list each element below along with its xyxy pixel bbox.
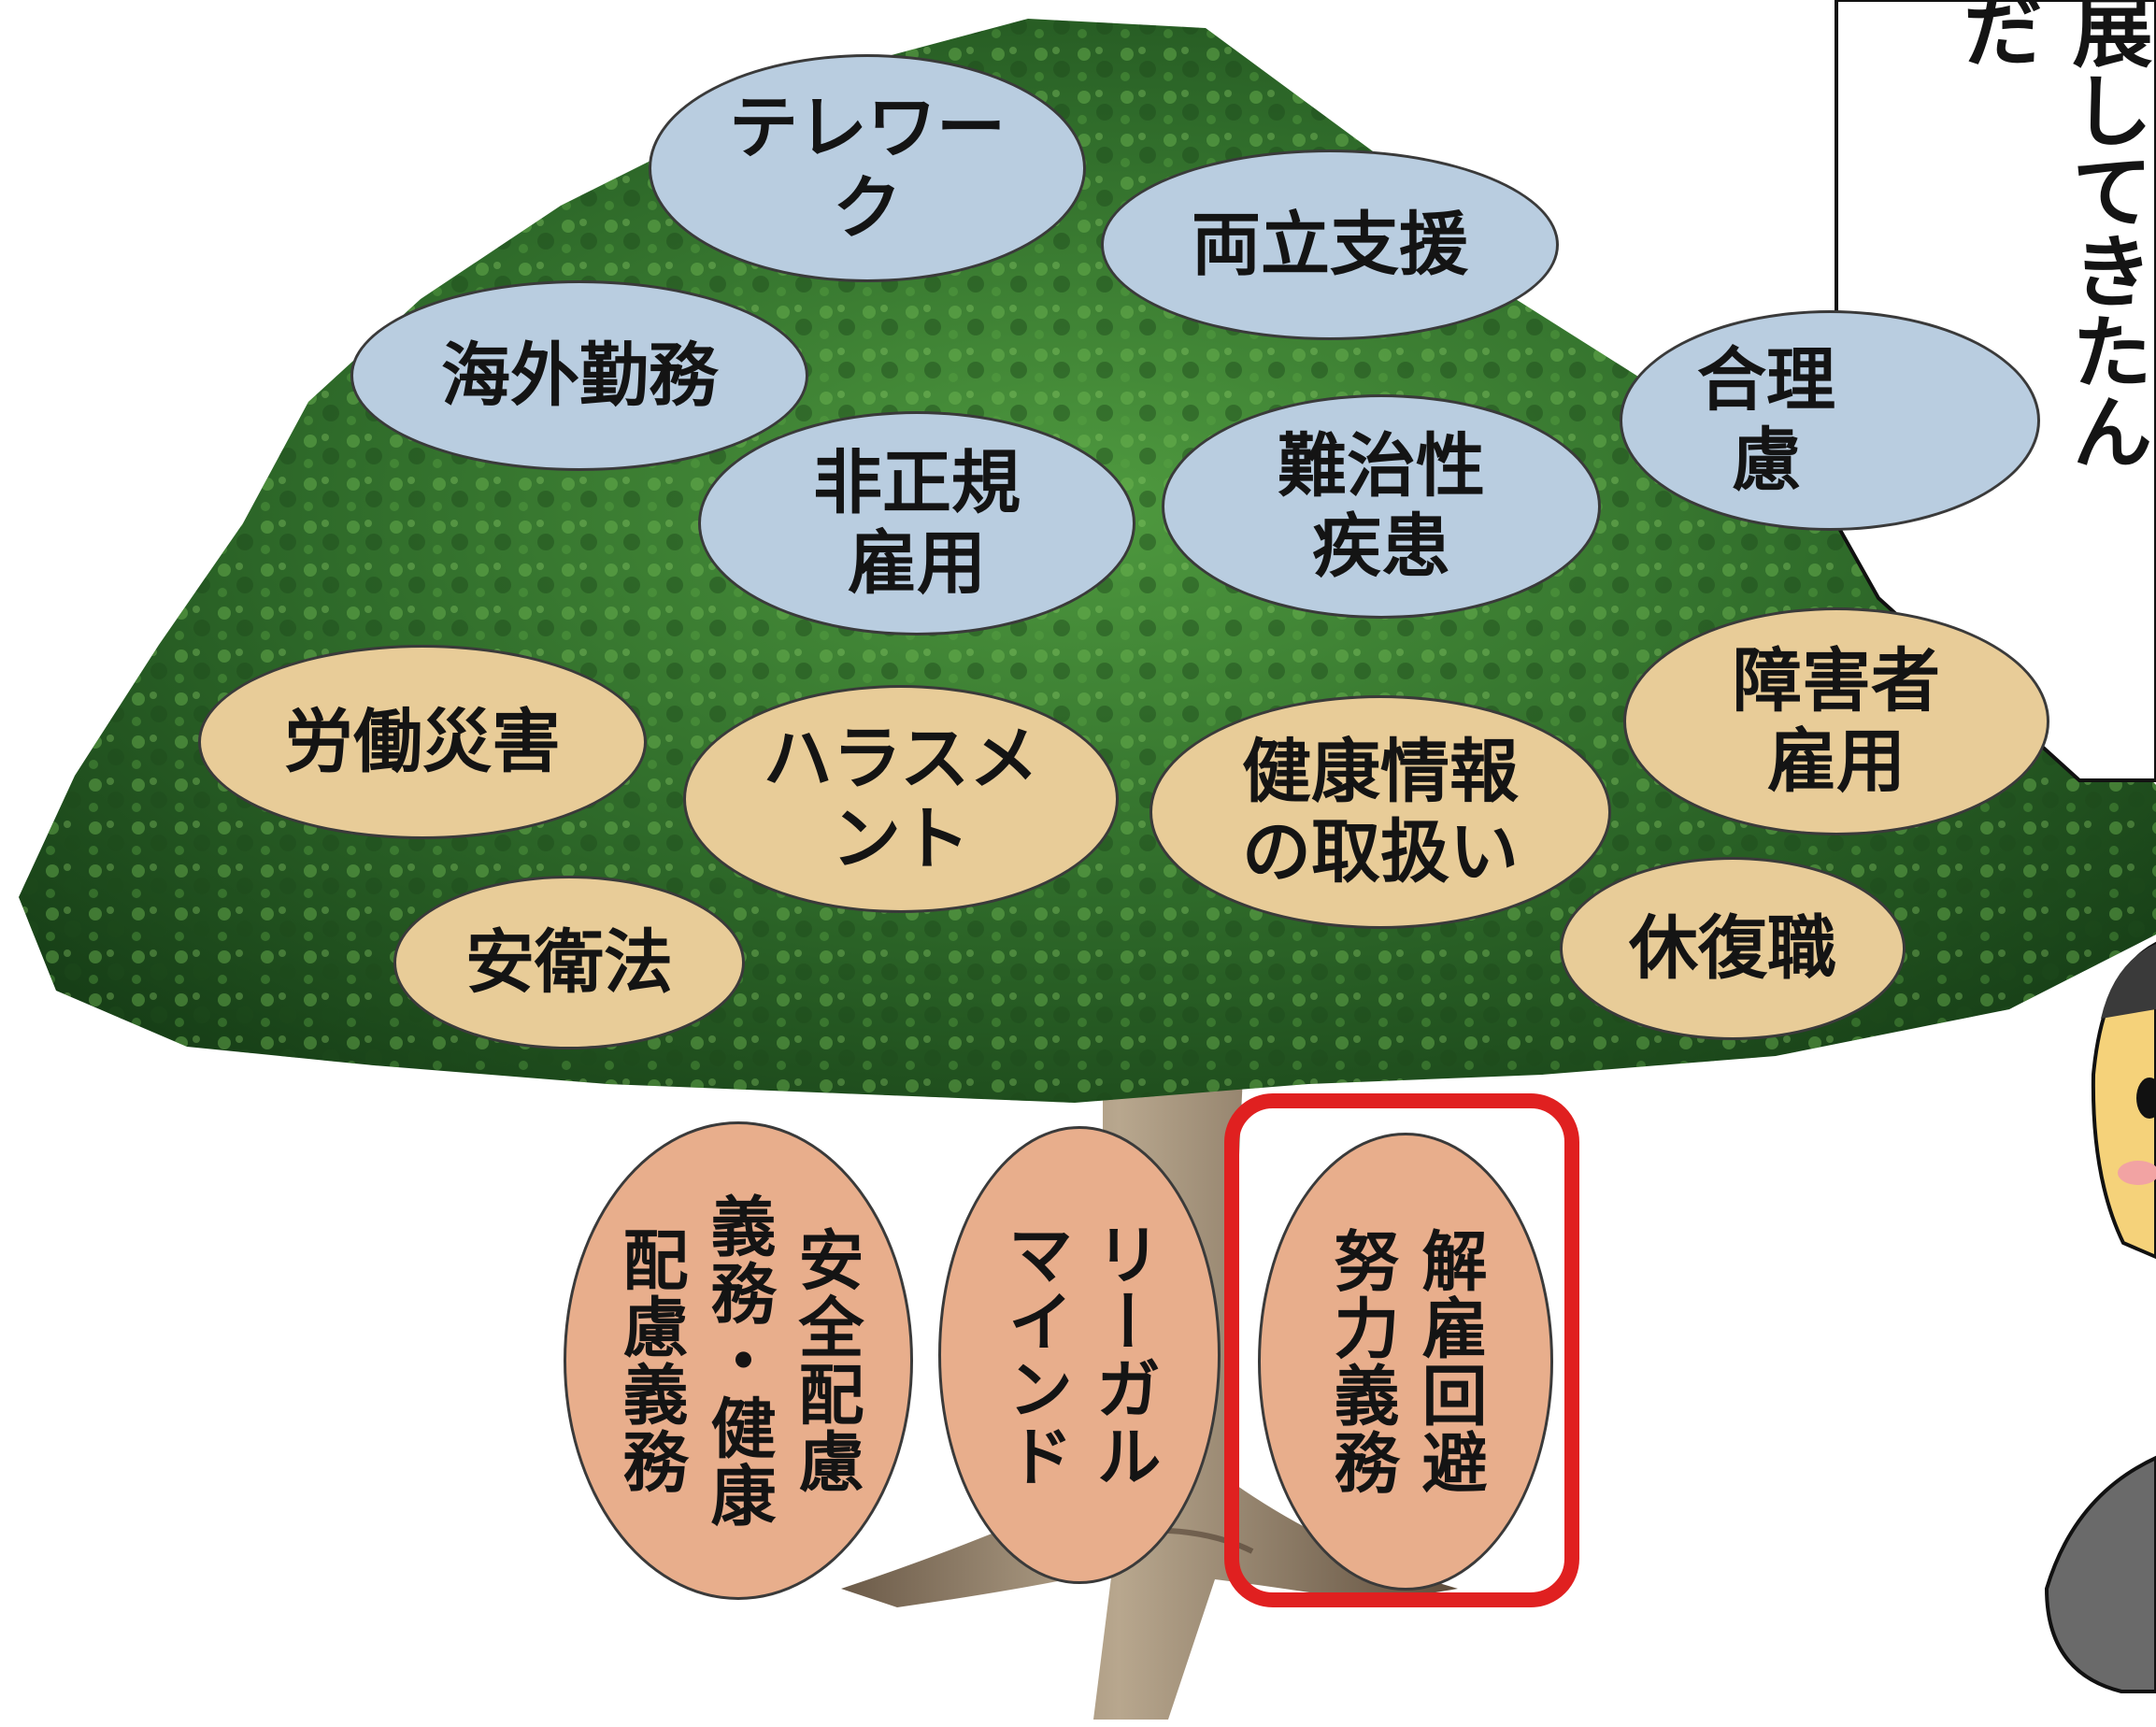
- root-label: 安全配慮 義務・健康 配慮義務: [612, 1192, 864, 1529]
- root-oval-anzen: 安全配慮 義務・健康 配慮義務: [564, 1121, 913, 1600]
- topic-label: テレワー ク: [729, 88, 1006, 249]
- topic-oval-rodo: 労働災害: [198, 645, 647, 839]
- topic-oval-ryoritsu: 両立支援: [1101, 150, 1559, 340]
- topic-oval-harassment: ハラスメ ント: [683, 685, 1119, 913]
- root-oval-legal: リーガル マインド: [938, 1126, 1221, 1584]
- topic-oval-kyufuku: 休復職: [1560, 857, 1906, 1040]
- topic-label: 安衛法: [465, 922, 673, 1003]
- topic-label: 健康情報 の取扱い: [1242, 732, 1519, 892]
- topic-oval-nanjisei: 難治性 疾患: [1162, 394, 1601, 619]
- topic-label: 海外勤務: [441, 335, 718, 416]
- topic-label: 両立支援: [1192, 205, 1468, 285]
- topic-label: 非正規 雇用: [813, 443, 1021, 604]
- root-oval-kaiko: 解雇回避 努力義務: [1258, 1133, 1553, 1591]
- topic-label: 障害者 雇用: [1733, 641, 1940, 802]
- topic-oval-kenko: 健康情報 の取扱い: [1149, 695, 1611, 929]
- root-label: リーガル マインド: [997, 1220, 1162, 1490]
- topic-oval-telework: テレワー ク: [649, 54, 1086, 282]
- topic-label: ハラスメ ント: [763, 719, 1039, 879]
- topic-label: 労働災害: [284, 702, 561, 782]
- topic-label: 休復職: [1629, 908, 1836, 989]
- character-figure: [2044, 941, 2156, 1693]
- topic-oval-shogai: 障害者 雇用: [1623, 607, 2049, 835]
- topic-oval-gouri: 合理 慮: [1620, 310, 2040, 531]
- topic-oval-kaigai: 海外勤務: [350, 280, 808, 471]
- speech-bubble-text: り合ったりして 展してきたんだ: [1948, 0, 2151, 471]
- topic-oval-anei: 安衛法: [393, 876, 745, 1049]
- topic-label: 難治性 疾患: [1278, 426, 1485, 587]
- root-label: 解雇回避 努力義務: [1323, 1227, 1488, 1496]
- topic-oval-hiseiki: 非正規 雇用: [698, 411, 1135, 635]
- highlight-frame: [1224, 1093, 1579, 1607]
- topic-label: 合理 慮: [1697, 340, 1835, 501]
